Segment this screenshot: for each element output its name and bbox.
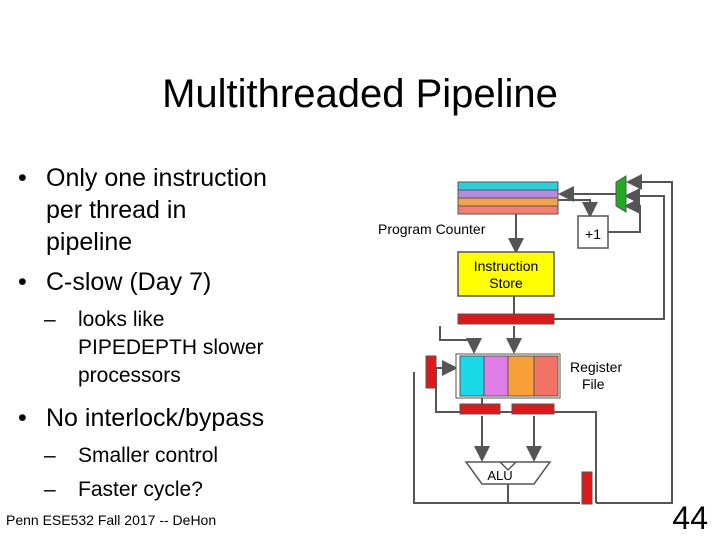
bullet-line: C-slow (Day 7) <box>46 268 212 296</box>
sub-bullet-item: – Smaller control <box>18 442 318 470</box>
register-file-bank-cyan <box>459 355 485 397</box>
program-counter-label: Program Counter <box>378 221 486 237</box>
sub-bullet-line: Faster cycle? <box>78 478 203 501</box>
wire-alu-out <box>507 484 580 504</box>
register-file-label-2: File <box>582 376 605 392</box>
pc-reg-orange <box>457 197 559 207</box>
bullet-item: • No interlock/bypass <box>18 402 318 434</box>
bullet-line: per thread in <box>46 196 187 224</box>
plus-one-box <box>577 215 609 249</box>
sub-bullet-line: processors <box>78 364 181 387</box>
instruction-store-box <box>457 251 555 297</box>
register-file-bank-violet <box>483 355 509 397</box>
sub-bullet-line: looks like <box>78 308 165 331</box>
bullet-line: No interlock/bypass <box>46 404 265 432</box>
sub-bullet-glyph: – <box>44 444 56 467</box>
diagram-wires <box>413 174 673 504</box>
wire-feedback-2 <box>596 174 673 504</box>
plus-one-label: +1 <box>585 226 601 242</box>
alu-notch <box>499 461 517 472</box>
pc-reg-violet <box>457 189 559 199</box>
instruction-store-label-2: Store <box>489 275 523 291</box>
wire-plus1-to-mux <box>608 198 641 233</box>
mux-shape <box>615 175 627 213</box>
bullet-item: • C-slow (Day 7) <box>18 266 318 298</box>
footer-text: Penn ESE532 Fall 2017 -- DeHon <box>6 512 217 528</box>
sub-bullet-glyph: – <box>44 308 56 331</box>
pipeline-register-left <box>425 355 437 389</box>
bullet-item: • Only one instruction per thread in pip… <box>18 162 318 258</box>
bullet-line: Only one instruction <box>46 164 267 192</box>
pipeline-register-1 <box>457 313 555 325</box>
pipeline-register-2b <box>511 403 555 415</box>
page-number: 44 <box>672 500 708 536</box>
sub-bullet-item: – Faster cycle? <box>18 476 318 504</box>
pipeline-register-3 <box>581 471 593 505</box>
wire-pc-to-plus1 <box>558 199 598 218</box>
wire-feedback-1 <box>554 188 665 320</box>
register-file <box>455 353 561 399</box>
wire-left-loop <box>413 372 508 504</box>
sub-bullet-line: PIPEDEPTH slower <box>78 336 264 359</box>
bullet-glyph: • <box>18 268 27 296</box>
instruction-store-label-1: Instruction <box>474 258 539 274</box>
bullet-list: • Only one instruction per thread in pip… <box>18 162 318 510</box>
register-file-label-1: Register <box>570 359 622 375</box>
alu-shape <box>464 461 552 485</box>
pipeline-register-2a <box>459 403 501 415</box>
bullet-glyph: • <box>18 404 27 432</box>
wire-reg-to-rf-1 <box>439 326 482 354</box>
alu-label: ALU <box>487 468 512 483</box>
bullet-glyph: • <box>18 164 27 192</box>
pc-reg-cyan <box>457 181 559 191</box>
slide-title: Multithreaded Pipeline <box>162 72 558 116</box>
register-file-bank-salmon <box>533 355 559 397</box>
sub-bullet-glyph: – <box>44 478 56 501</box>
sub-bullet-line: Smaller control <box>78 444 219 467</box>
register-file-bank-orange <box>507 355 535 397</box>
bullet-line: pipeline <box>46 228 133 256</box>
program-counter-registers <box>457 181 559 215</box>
pc-reg-salmon <box>457 205 559 215</box>
sub-bullet-item: – looks like PIPEDEPTH slower processors <box>18 306 318 390</box>
